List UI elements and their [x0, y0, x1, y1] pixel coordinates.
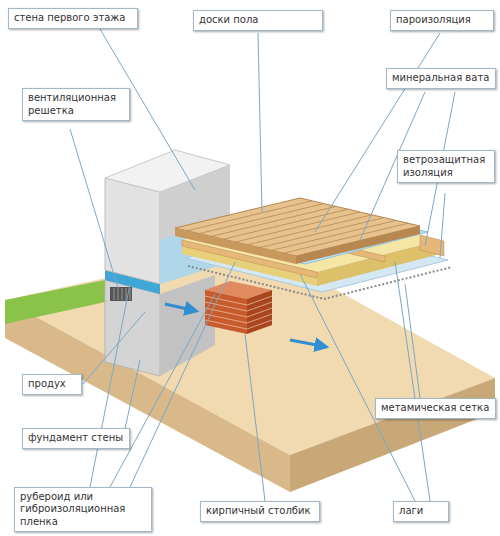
plank-seam: [223, 209, 348, 239]
callout-box: доски пола: [193, 10, 323, 31]
brick-joint: [247, 320, 272, 329]
floor-boards-top: [175, 198, 420, 256]
plank-seam: [248, 215, 372, 245]
airflow-arrow: [290, 340, 322, 346]
callout-box: продух: [22, 374, 82, 395]
callout-box: кирпичный столбик: [200, 501, 320, 522]
floor-boards-front: [175, 228, 296, 264]
callout-box: ветрозащитная изоляция: [397, 150, 495, 183]
brick-joint: [205, 320, 247, 329]
plank-seam: [260, 218, 384, 248]
callout-box: вентиляционная решетка: [22, 88, 130, 121]
ground-side: [290, 378, 495, 492]
plank-seam: [236, 212, 361, 242]
callout-label: продух: [28, 378, 76, 391]
callout-box: минеральная вата: [386, 68, 496, 89]
plank-seams: [187, 201, 408, 253]
callout-label: лаги: [399, 505, 443, 518]
callout-label: рубероид или гиброизоляционная пленка: [20, 491, 146, 529]
wall-top: [105, 150, 230, 192]
callout-label: стена первого этажа: [14, 12, 132, 25]
plank-seam: [187, 201, 312, 231]
plank-seam: [272, 220, 396, 250]
callout-label: вентиляционная решетка: [28, 92, 124, 117]
plank-seam: [211, 206, 336, 236]
callout-box: метамическая сетка: [375, 398, 496, 419]
plank-seam: [284, 223, 408, 253]
wall-front: [105, 178, 160, 284]
callout-box: стена первого этажа: [8, 8, 138, 29]
callout-label: доски пола: [199, 14, 317, 27]
callout-label: ветрозащитная изоляция: [403, 154, 489, 179]
callout-box: лаги: [393, 501, 449, 522]
callout-box: рубероид или гиброизоляционная пленка: [14, 487, 152, 533]
grass: [5, 280, 105, 324]
callout-box: пароизоляция: [390, 10, 494, 31]
callout-label: метамическая сетка: [381, 402, 490, 415]
pillar-side: [247, 290, 272, 334]
foundation: [105, 280, 160, 376]
callout-label: кирпичный столбик: [206, 505, 314, 518]
brick-joints: [205, 296, 272, 329]
callout-label: пароизоляция: [396, 14, 488, 27]
airflow-arrow: [165, 304, 192, 310]
callout-label: фундамент стены: [28, 432, 124, 445]
callout-label: минеральная вата: [392, 72, 490, 85]
callout-box: фундамент стены: [22, 428, 130, 449]
